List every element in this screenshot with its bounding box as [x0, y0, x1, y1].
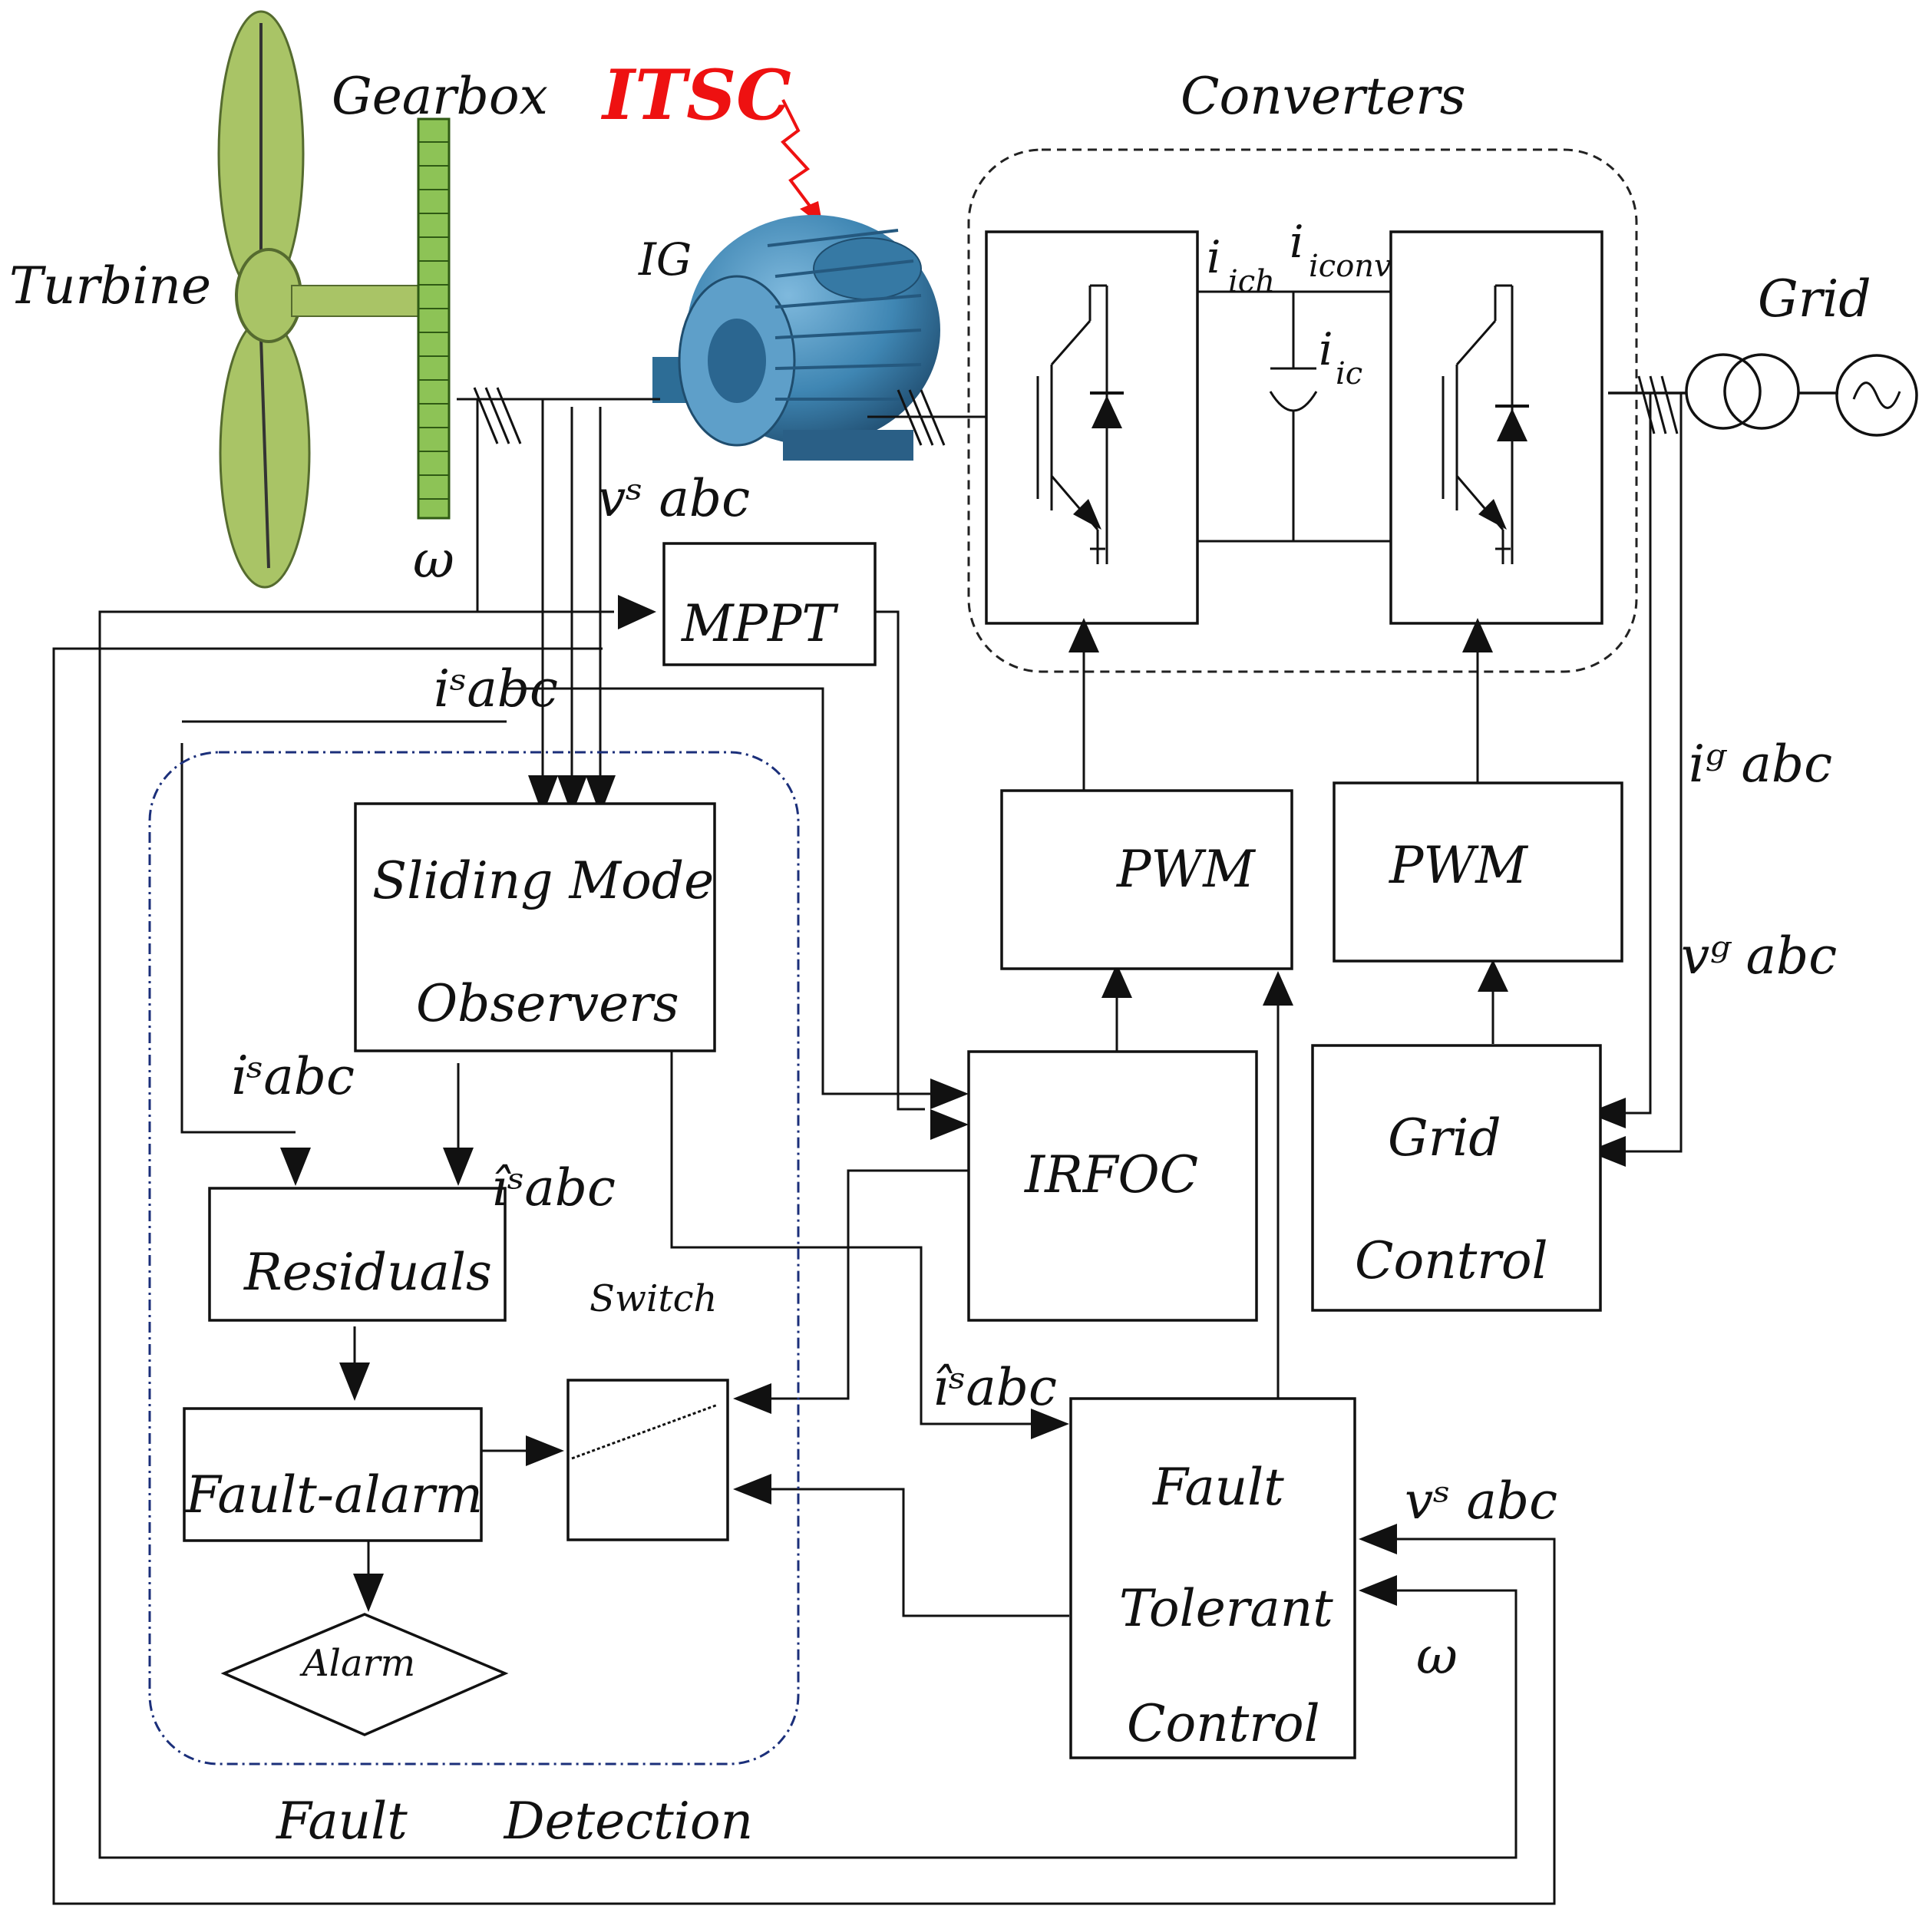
grid-control-label-2: Control [1355, 1231, 1548, 1290]
diode-icon [1091, 395, 1122, 428]
residuals-block [208, 1187, 507, 1322]
switch-label: Switch [590, 1277, 717, 1320]
omega-label-gearbox: ω [413, 530, 454, 590]
mppt-block [662, 542, 877, 666]
converters-label: Converters [1181, 67, 1466, 126]
igbt-emitter-arrow-icon [1073, 499, 1101, 530]
vs-abc-label-top: vˢ abc [597, 469, 750, 528]
irfoc-label: IRFOC [1024, 1145, 1198, 1204]
is-hat-abc-label-ftc: îˢabc [933, 1358, 1057, 1417]
igbt-emitter-arrow-icon [1478, 499, 1507, 530]
fault-tolerant-control-block [1069, 1397, 1356, 1759]
mppt-label: MPPT [681, 594, 839, 653]
fault-alarm-block [183, 1407, 483, 1542]
alarm-diamond [220, 1613, 509, 1736]
smo-label-1: Sliding Mode [372, 851, 714, 910]
i-c-label: i [1319, 323, 1333, 375]
arrowheads [280, 595, 1626, 1612]
i-ch-sub: ich [1228, 264, 1275, 299]
ac-sine-icon [1852, 382, 1901, 409]
power-lines [457, 375, 1679, 446]
itsc-fault-label: ITSC [600, 55, 791, 136]
smo-label-2: Observers [416, 974, 679, 1033]
is-hat-abc-label-smo: îˢabc [491, 1158, 616, 1217]
grid-control-block [1311, 1044, 1602, 1312]
residuals-label: Residuals [243, 1243, 492, 1302]
irfoc-block [967, 1050, 1258, 1322]
diode-icon [1497, 408, 1527, 441]
gearbox-graphic [417, 117, 451, 520]
switch-block [566, 1379, 729, 1541]
dc-link [1197, 290, 1391, 543]
pwm-right-label: PWM [1389, 836, 1528, 895]
pwm-right-block [1333, 781, 1623, 963]
grid-control-label-1: Grid [1388, 1108, 1501, 1168]
ac-source-icon [1835, 354, 1918, 437]
is-dot-abc-label: i̇ˢabc [230, 1047, 355, 1106]
ftc-label-1: Fault [1152, 1458, 1284, 1517]
turbine-label: Turbine [9, 256, 211, 315]
i-conv-label: i [1290, 216, 1304, 268]
switch-contact-icon [571, 1403, 718, 1460]
pwm-left-label: PWM [1116, 840, 1256, 899]
signal-lines [52, 393, 1683, 1905]
omega-label-ftc: ω [1416, 1627, 1458, 1686]
is-abc-label-top: iˢabc [434, 659, 558, 718]
grid-label: Grid [1758, 269, 1871, 329]
alarm-label: Alarm [299, 1642, 415, 1685]
i-c-sub: ic [1336, 356, 1362, 391]
ftc-label-3: Control [1127, 1694, 1320, 1753]
converters-group-border [967, 148, 1638, 673]
ftc-label-2: Tolerant [1119, 1579, 1333, 1638]
turbine-graphic [217, 10, 423, 589]
fault-indicator-arrow [781, 99, 815, 213]
ig-abc-label: iᵍ abc [1689, 735, 1832, 794]
generator-label: IG [638, 233, 692, 286]
pwm-left-block [1000, 789, 1293, 970]
fault-alarm-label: Fault-alarm [185, 1465, 483, 1524]
gearbox-label: Gearbox [332, 67, 548, 126]
induction-generator-motor [652, 215, 940, 461]
i-ch-label: i [1207, 231, 1221, 283]
sliding-mode-observers-block [354, 802, 716, 1052]
fault-detection-border [148, 751, 800, 1765]
turbine-shaft [291, 285, 423, 317]
vs-abc-label-ftc: vˢ abc [1405, 1472, 1557, 1531]
fault-detection-label: Fault Detection [276, 1792, 753, 1851]
i-conv-sub: iconv [1309, 249, 1392, 284]
transformer-icon [1608, 353, 1838, 430]
vg-abc-label: vᵍ abc [1681, 927, 1837, 986]
